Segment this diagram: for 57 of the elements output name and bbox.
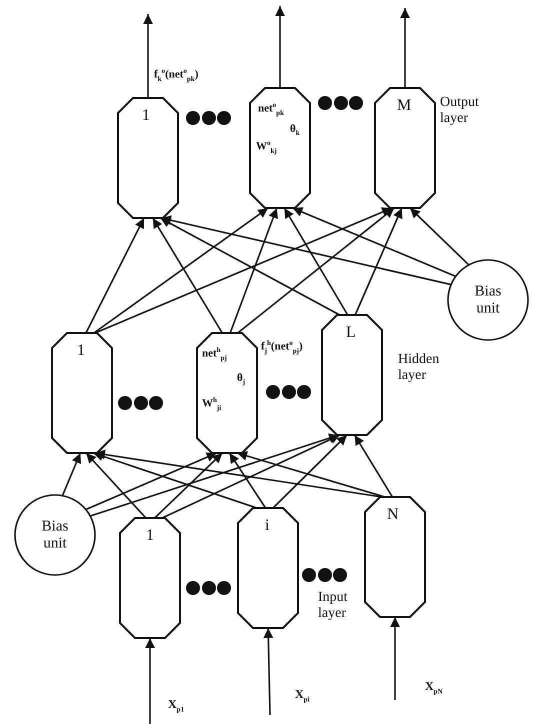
input-signal-label: X$_{p1}$	[168, 698, 186, 714]
arrow	[93, 207, 269, 334]
node-label: Bias unit	[474, 284, 502, 316]
neuron-node	[118, 98, 178, 218]
arrow	[354, 208, 403, 316]
formula-text: f$_{j}$$^{h}$(net$^{o}$$_{pj}$)	[261, 340, 303, 355]
arrow	[284, 208, 348, 316]
formula-text: θ$_{k}$	[290, 124, 300, 138]
neuron-node	[322, 315, 382, 435]
arrow	[275, 6, 285, 88]
node-label: 1	[142, 108, 150, 124]
neuron-node	[120, 518, 180, 638]
layer-label: Hidden layer	[398, 352, 440, 384]
arrow	[86, 452, 217, 510]
arrow	[228, 452, 266, 508]
neuron-node	[238, 508, 298, 628]
neuron-node	[250, 88, 310, 208]
input-signal-label: X$_{pN}$	[425, 680, 444, 696]
node-label: i	[265, 518, 270, 534]
bias-circle	[15, 495, 95, 575]
arrow	[390, 617, 400, 700]
neuron-node	[365, 497, 425, 617]
arrow	[154, 452, 223, 519]
arrow	[92, 452, 258, 509]
arrow	[86, 452, 146, 519]
layer-label: Output layer	[440, 95, 480, 128]
arrow	[409, 207, 470, 266]
bias-circle	[448, 260, 528, 340]
arrow	[162, 434, 340, 519]
node-label: 1	[77, 343, 85, 359]
arrow	[229, 208, 278, 334]
arrow	[354, 434, 394, 498]
arrow	[62, 452, 82, 496]
arrow	[237, 207, 395, 334]
node-label: Bias unit	[40, 518, 70, 552]
arrow	[236, 451, 386, 498]
node-label: N	[387, 507, 399, 523]
arrow	[145, 638, 155, 724]
node-label: L	[346, 325, 356, 341]
arrow	[152, 218, 223, 334]
node-label: M	[397, 98, 412, 114]
arrow	[143, 14, 153, 98]
input-signal-label: X$_{pi}$	[295, 688, 311, 704]
neuron-node	[375, 88, 435, 208]
node-label: 1	[146, 528, 154, 544]
formula-text: f$_{k}$$^{o}$(net$^{o}$$_{pk}$)	[154, 68, 198, 83]
layer-label: Input layer	[318, 590, 349, 622]
neuron-node	[197, 333, 257, 453]
neuron-node	[52, 333, 112, 453]
arrow	[292, 207, 456, 278]
arrow	[400, 8, 410, 88]
arrow	[94, 207, 392, 334]
arrow	[85, 218, 145, 334]
arrow	[272, 434, 348, 509]
formula-text: θ$_{j}$	[237, 373, 246, 386]
arrow	[263, 628, 274, 716]
arrow	[160, 217, 340, 316]
